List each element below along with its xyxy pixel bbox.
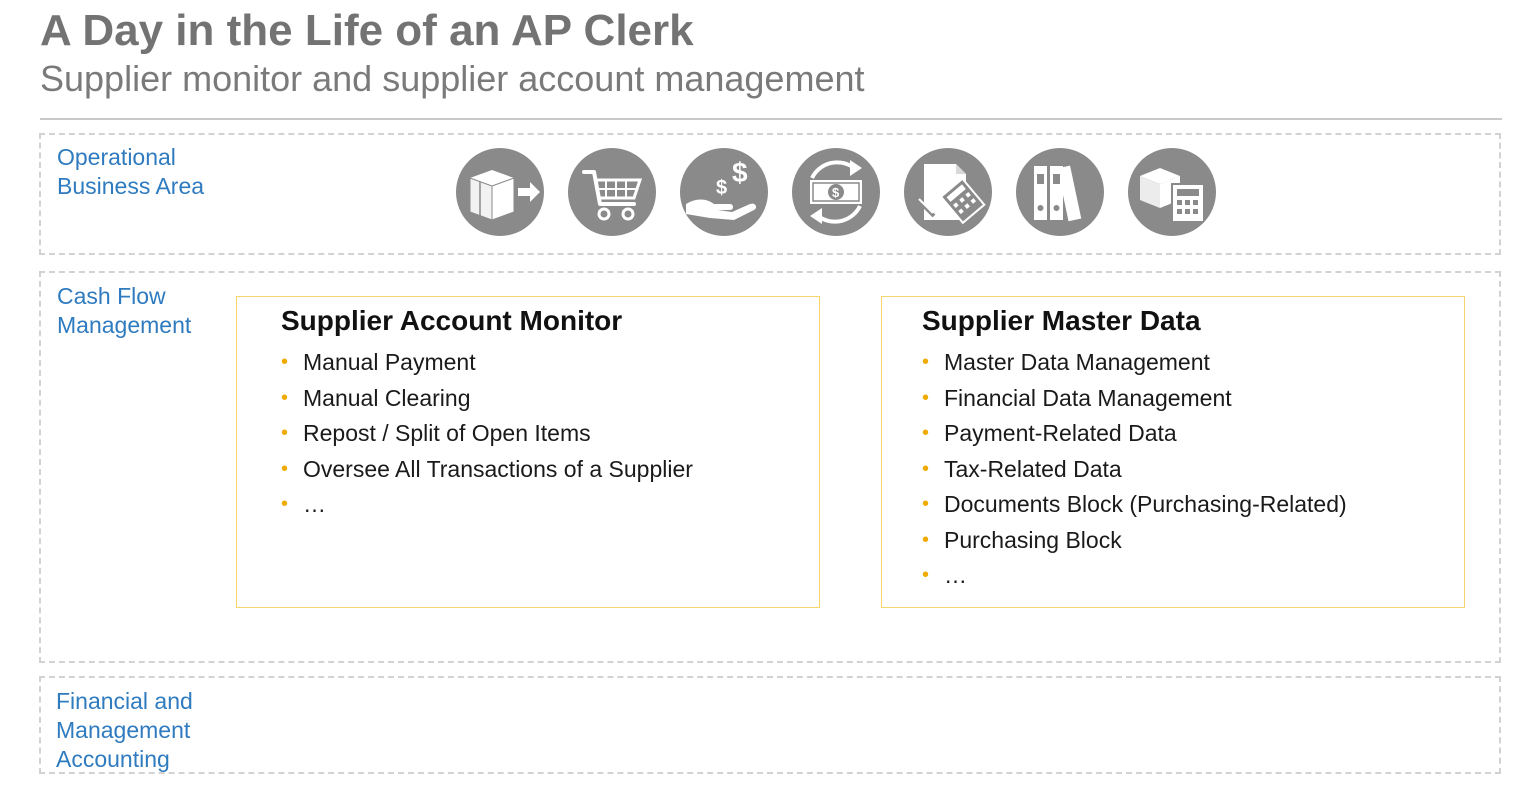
list-item: •Payment-Related Data	[922, 416, 1347, 452]
svg-text:$: $	[732, 157, 748, 188]
band-label-cash-flow: Cash Flow Management	[57, 283, 192, 338]
list-item: •Purchasing Block	[922, 523, 1347, 559]
list-item: •…	[281, 487, 693, 523]
bullet-icon: •	[281, 422, 289, 444]
document-calculator-icon	[904, 148, 992, 236]
shipping-boxes-icon	[456, 148, 544, 236]
bullet-icon: •	[922, 457, 930, 480]
page-title: A Day in the Life of an AP Clerk	[40, 6, 694, 55]
bullet-icon: •	[922, 564, 930, 586]
bullet-icon: •	[922, 422, 930, 444]
band-label-financial: Financial and Management Accounting	[56, 688, 193, 772]
band-label-operational: Operational Business Area	[57, 144, 205, 199]
band-financial-management-accounting	[39, 676, 1501, 774]
list-item: •Repost / Split of Open Items	[281, 416, 693, 452]
page-subtitle: Supplier monitor and supplier account ma…	[40, 58, 865, 99]
list-item: •Financial Data Management	[922, 381, 1347, 417]
hand-with-money-icon: $ $	[680, 148, 768, 236]
bullet-icon: •	[281, 493, 289, 515]
supplier-account-monitor-box: Supplier Account Monitor •Manual Payment…	[236, 296, 820, 608]
list-item: •Manual Clearing	[281, 381, 693, 417]
list-item: •Master Data Management	[922, 345, 1347, 381]
bullet-icon: •	[922, 386, 930, 409]
band-cash-flow-management	[39, 271, 1501, 663]
list-item: •Manual Payment	[281, 345, 693, 381]
list-item: •Oversee All Transactions of a Supplier	[281, 452, 693, 488]
bullet-icon: •	[922, 493, 930, 515]
bullet-icon: •	[922, 351, 930, 373]
box-calculator-icon	[1128, 148, 1216, 236]
header-divider	[40, 118, 1502, 120]
list-item: •…	[922, 558, 1347, 594]
bullet-list: •Master Data Management •Financial Data …	[922, 345, 1347, 594]
bullet-icon: •	[922, 528, 930, 551]
cash-cycle-icon: $	[792, 148, 880, 236]
shopping-cart-icon	[568, 148, 656, 236]
box-title: Supplier Master Data	[922, 305, 1201, 336]
svg-text:$: $	[716, 177, 727, 199]
binders-icon	[1016, 148, 1104, 236]
bullet-icon: •	[281, 457, 289, 480]
bullet-list: •Manual Payment •Manual Clearing •Repost…	[281, 345, 693, 523]
supplier-master-data-box: Supplier Master Data •Master Data Manage…	[881, 296, 1465, 608]
band-operational-business-area	[39, 133, 1501, 255]
list-item: •Documents Block (Purchasing-Related)	[922, 487, 1347, 523]
list-item: •Tax-Related Data	[922, 452, 1347, 488]
bullet-icon: •	[281, 386, 289, 409]
bullet-icon: •	[281, 351, 289, 373]
svg-text:$: $	[832, 185, 840, 200]
box-title: Supplier Account Monitor	[281, 305, 623, 336]
